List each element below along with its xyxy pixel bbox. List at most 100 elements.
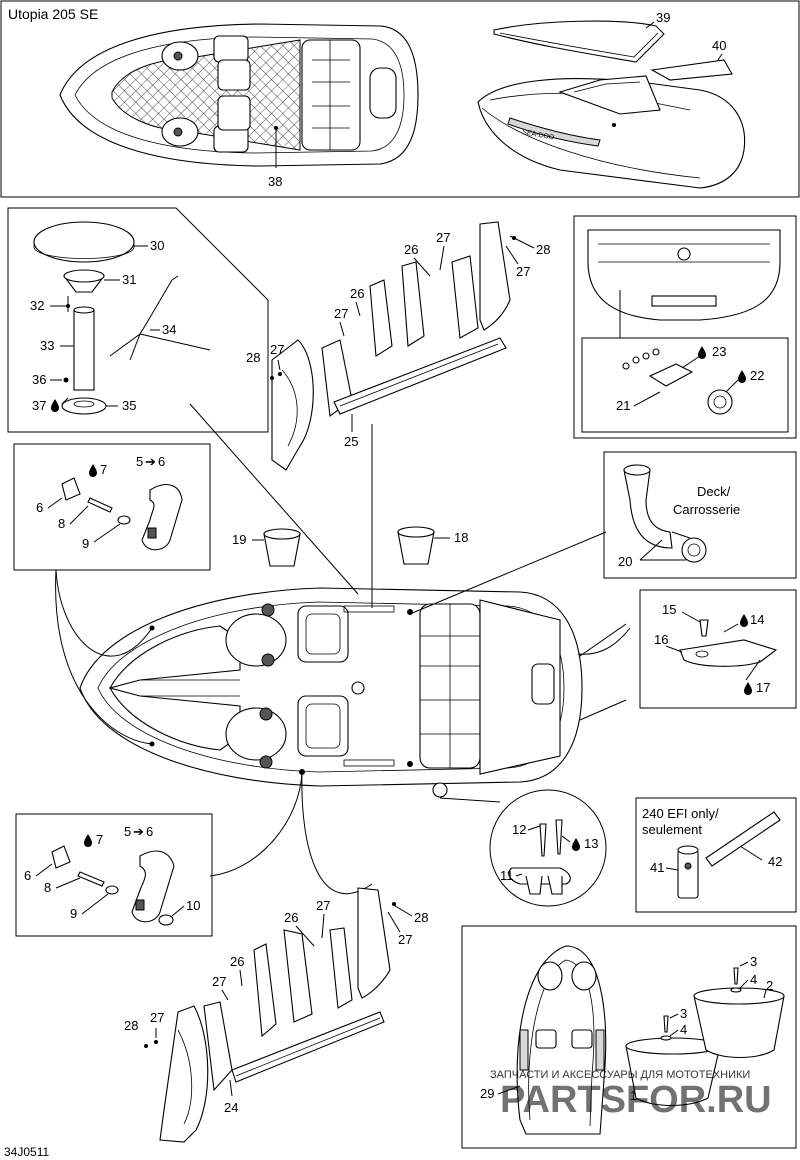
deck-note: Deck/: [697, 484, 731, 499]
callout-11: 11: [500, 868, 514, 883]
liner-lower-24: 24 28 27 27 26 26 27 28 27: [124, 887, 428, 1143]
callout-38: 38: [268, 174, 282, 189]
arrow-b: ➔: [133, 824, 144, 839]
table-base-35: [61, 397, 107, 415]
callout-5b: 5: [124, 824, 131, 839]
bracket-frame: [639, 589, 797, 709]
callout-27h: 27: [398, 932, 412, 947]
callout-28d: 28: [414, 910, 428, 925]
callout-42: 42: [768, 854, 782, 869]
callout-8a: 8: [58, 516, 65, 531]
callout-19: 19: [232, 532, 246, 547]
top-section: Utopia 205 SE 38 39: [0, 0, 800, 198]
handle-upper-frame: [13, 443, 211, 571]
deck-mat: [111, 39, 301, 151]
callout-30: 30: [150, 238, 164, 253]
efi-section: 240 EFI only/ seulement 42 41: [635, 797, 797, 913]
deck-fitting-section: Deck/ Carrosserie 20: [603, 451, 797, 579]
callout-36: 36: [32, 372, 46, 387]
callout-39: 39: [656, 10, 670, 25]
arrow-a: ➔: [145, 454, 156, 469]
efi-note-fr: seulement: [642, 822, 702, 837]
callout-27f: 27: [212, 974, 226, 989]
drain-frame: [573, 215, 797, 439]
callout-15: 15: [662, 602, 676, 617]
callout-7b: 7: [96, 832, 103, 847]
callout-28a: 28: [246, 350, 260, 365]
cover-39: 39: [493, 10, 670, 63]
storage-frame: [461, 925, 797, 1149]
callout-26c: 26: [230, 954, 244, 969]
callout-34: 34: [162, 322, 176, 337]
loctite-drop-icon: [51, 399, 59, 412]
handle-lower-frame: [15, 813, 213, 937]
table-top-30: [33, 221, 135, 263]
callout-21: 21: [616, 398, 630, 413]
callout-8b: 8: [44, 880, 51, 895]
callout-27e: 27: [150, 1010, 164, 1025]
callout-32: 32: [30, 298, 44, 313]
callout-10: 10: [186, 898, 200, 913]
callout-27b: 27: [334, 306, 348, 321]
callout-23: 23: [712, 344, 726, 359]
efi-note: 240 EFI only/: [642, 806, 719, 821]
cleat-section: 12 13 11: [489, 789, 607, 907]
drain-section: 23 22 21: [573, 215, 797, 439]
callout-33: 33: [40, 338, 54, 353]
callout-9b: 9: [70, 906, 77, 921]
boat-perspective-view: SEA-DOO: [477, 75, 746, 189]
callout-18: 18: [454, 530, 468, 545]
callout-2: 2: [766, 978, 773, 993]
storage-bin-1: [625, 1045, 721, 1106]
callout-4b: 4: [680, 1022, 687, 1037]
callout-20: 20: [618, 554, 632, 569]
diagram-title: Utopia 205 SE: [8, 6, 98, 22]
cupholders: 19 18: [232, 526, 468, 567]
callout-25: 25: [344, 434, 358, 449]
callout-16: 16: [654, 632, 668, 647]
callout-14: 14: [750, 612, 764, 627]
callout-27g: 27: [316, 898, 330, 913]
callout-5a: 5: [136, 454, 143, 469]
callout-6c: 6: [24, 868, 31, 883]
callout-3a: 3: [750, 954, 757, 969]
table-section: 30 31 32 33 34 36 37 35: [7, 207, 269, 433]
callout-4a: 4: [750, 972, 757, 987]
callout-28c: 28: [124, 1018, 138, 1033]
storage-section: 29 1 2 3 4 3 4: [461, 925, 797, 1149]
callout-26b: 26: [404, 242, 418, 257]
drain-detail: [581, 337, 789, 433]
liner-upper-25: 25 28 27 27 26 26 27 28 27: [246, 221, 550, 471]
callout-26d: 26: [284, 910, 298, 925]
deck-fitting-frame: [603, 451, 797, 579]
leader-lines: [55, 403, 631, 895]
handle-upper-section: 7 6 5 ➔ 6 8 9: [13, 443, 211, 571]
callout-7a: 7: [100, 462, 107, 477]
callout-40: 40: [712, 38, 726, 53]
top-frame: [0, 0, 800, 198]
callout-27a: 27: [270, 342, 284, 357]
bracket-section: 15 14 16 17: [639, 589, 797, 709]
efi-frame: [635, 797, 797, 913]
callout-6b: 6: [158, 454, 165, 469]
callout-35: 35: [122, 398, 136, 413]
callout-27d: 27: [516, 264, 530, 279]
callout-17: 17: [756, 680, 770, 695]
deck-note-fr: Carrosserie: [673, 502, 740, 517]
diagram-code: 34J0511: [4, 1145, 49, 1159]
table-post-33: [73, 309, 95, 391]
boat-top-view: 38: [59, 23, 419, 189]
watermark-brand: PARTSFOR.RU: [500, 1079, 772, 1121]
callout-24: 24: [224, 1100, 238, 1115]
callout-41: 41: [650, 860, 664, 875]
callout-31: 31: [122, 272, 136, 287]
cover-40: 40: [650, 38, 733, 81]
strap-34: [109, 279, 211, 361]
callout-22: 22: [750, 368, 764, 383]
callout-6a: 6: [36, 500, 43, 515]
callout-37: 37: [32, 398, 46, 413]
callout-1: 1: [630, 1088, 637, 1103]
callout-12: 12: [512, 822, 526, 837]
cleat-frame: [489, 789, 607, 907]
callout-3b: 3: [680, 1006, 687, 1021]
